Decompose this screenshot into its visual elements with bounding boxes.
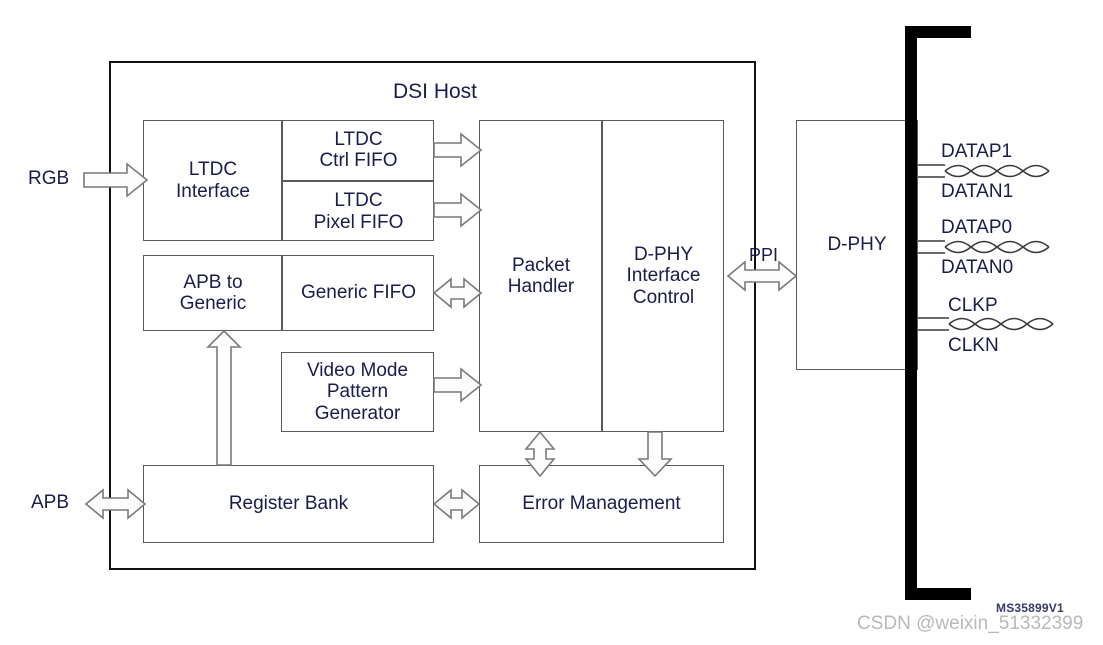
dphy-box — [796, 120, 918, 370]
lane-2-negative-label: CLKN — [948, 335, 999, 356]
lane-0-negative-label: DATAN1 — [941, 181, 1014, 202]
error-management-box — [479, 465, 724, 543]
ltdc-fifo-horizontal-divider — [281, 180, 434, 182]
apb-port-label: APB — [31, 492, 70, 513]
lane-0-twisted-pair — [918, 164, 1050, 178]
figure-id: MS35899V1 — [996, 601, 1064, 615]
register-bank-box — [143, 465, 434, 543]
lane-2-twisted-pair — [918, 317, 1054, 331]
video-mode-pattern-generator-box — [281, 352, 434, 432]
generic-group-box — [143, 255, 434, 331]
ppi-port-label: PPI — [749, 245, 779, 265]
lane-2-positive-label: CLKP — [948, 295, 998, 316]
rgb-port-label: RGB — [28, 168, 70, 189]
lane-1-negative-label: DATAN0 — [941, 257, 1014, 278]
lane-0-positive-label: DATAP1 — [941, 141, 1013, 162]
dsi-host-frame — [109, 61, 756, 570]
packet-handler-dphy-divider — [601, 120, 603, 432]
lane-1-positive-label: DATAP0 — [941, 217, 1013, 238]
watermark: CSDN @weixin_51332399 — [857, 613, 1084, 634]
generic-group-vertical-divider — [281, 255, 283, 331]
lane-1-twisted-pair — [918, 240, 1050, 254]
